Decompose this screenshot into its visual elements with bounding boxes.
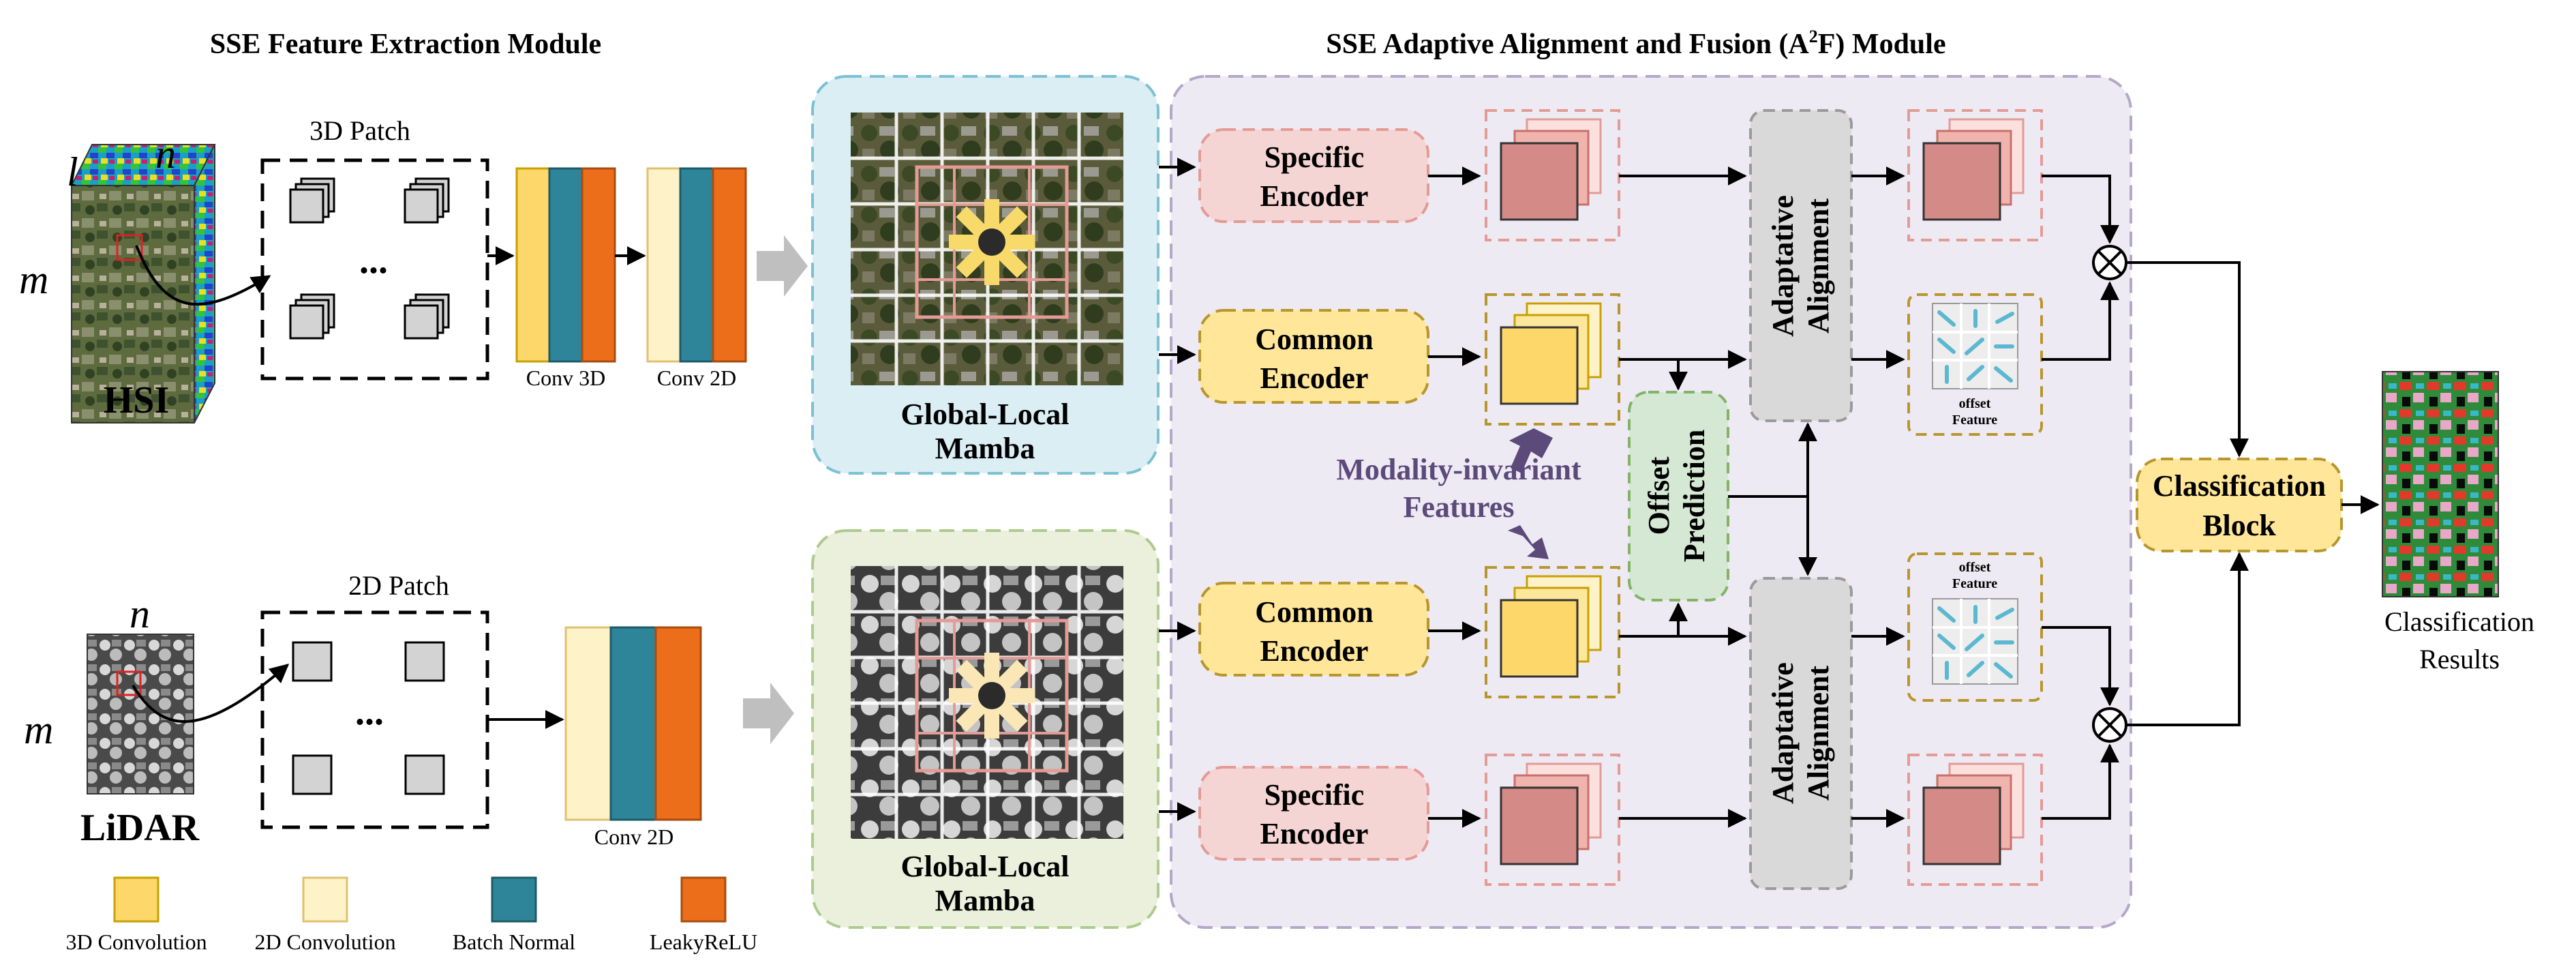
alignment-top-line1: Adaptative — [1766, 195, 1800, 337]
patch2d-squares — [292, 641, 445, 795]
offset-feature-top-line1: offset — [1959, 396, 1991, 411]
feature-extraction-title: SSE Feature Extraction Module — [210, 29, 601, 60]
alignment-bottom-line1: Adaptative — [1766, 662, 1800, 804]
common-feature-hsi — [1485, 293, 1620, 426]
modality-arrow-bottom — [1508, 525, 1549, 559]
adaptative-alignment-bottom: Adaptative Alignment — [1749, 577, 1853, 890]
legend-label-2d-conv: 2D Convolution — [254, 930, 395, 954]
common-encoder-hsi: Common Encoder — [1198, 309, 1429, 404]
classification-results-map — [2382, 371, 2499, 597]
legend-label-leaky-relu: LeakyReLU — [650, 930, 757, 954]
offset-prediction-line2: Prediction — [1678, 430, 1711, 563]
multiply-bottom-to-classification — [2126, 552, 2249, 726]
specific-encoder-hsi: Specific Encoder — [1198, 128, 1429, 223]
specific-feature-hsi — [1485, 109, 1620, 241]
mamba-lidar-line2: Mamba — [935, 884, 1035, 917]
legend-label-batch-normal: Batch Normal — [453, 930, 576, 954]
multiply-node-bottom — [2092, 707, 2127, 743]
legend-swatch-batch-normal — [491, 876, 537, 923]
gray-arrow-top — [757, 235, 808, 297]
fusion-module-title: SSE Adaptive Alignment and Fusion (A2F) … — [1326, 27, 1945, 60]
patch3d-cubes — [289, 177, 450, 340]
offset-feature-bottom-line2: Feature — [1952, 576, 1997, 591]
specific-encoder-lidar-line2: Encoder — [1260, 817, 1369, 850]
patch3d-box — [260, 158, 489, 381]
common-encoder-lidar: Common Encoder — [1198, 582, 1429, 677]
legend-swatch-2d-conv — [302, 876, 348, 923]
mamba-hsi-line1: Global-Local — [901, 398, 1070, 431]
common-encoder-hsi-line2: Encoder — [1260, 361, 1369, 395]
multiply-node-top — [2092, 245, 2127, 280]
offset-prediction-block: Offset Prediction — [1628, 391, 1729, 602]
offset-feature-top: offset Feature — [1907, 293, 2043, 436]
fusion-title-pre: SSE Adaptive Alignment and Fusion (A — [1326, 29, 1809, 60]
patch2d-label: 2D Patch — [348, 570, 449, 601]
classification-block: Classification Block — [2136, 458, 2343, 552]
patch2d-ellipsis: ... — [355, 691, 384, 733]
hsi-cube — [70, 144, 216, 424]
alignment-bottom-line2: Alignment — [1802, 666, 1835, 801]
fusion-title-sup: 2 — [1809, 27, 1818, 46]
lidar-dim-m: m — [24, 707, 53, 752]
conv2d-bottom-label: Conv 2D — [594, 825, 673, 849]
patch3d-ellipsis: ... — [359, 239, 388, 282]
offset-bottom-to-multiply — [2042, 626, 2119, 707]
offset-feature-bottom: offset Feature — [1907, 552, 2043, 702]
mamba-lidar-image — [851, 566, 1123, 839]
patch3d-label: 3D Patch — [309, 115, 410, 146]
conv3d-block — [515, 167, 616, 363]
conv2d-top-label: Conv 2D — [657, 366, 736, 390]
gray-arrow-bottom — [743, 683, 794, 744]
common-encoder-lidar-line1: Common — [1255, 595, 1374, 629]
modality-invariant-line2: Features — [1404, 490, 1515, 524]
aligned-specific-feature-lidar — [1907, 754, 2043, 886]
classification-results-line2: Results — [2419, 644, 2500, 674]
conv3d-label: Conv 3D — [526, 366, 605, 390]
classification-block-line1: Classification — [2153, 469, 2326, 503]
offset-top-to-multiply — [2042, 281, 2119, 361]
offset-prediction-line1: Offset — [1642, 456, 1676, 535]
modality-invariant-line1: Modality-invariant — [1336, 453, 1581, 486]
multiply-top-to-classification — [2126, 261, 2249, 458]
fusion-title-post: F) Module — [1818, 29, 1946, 60]
aligned-specific-feature-hsi — [1907, 109, 2043, 241]
common-feature-lidar — [1485, 566, 1620, 698]
lidar-dim-n: n — [130, 591, 150, 636]
conv2d-block-bottom — [564, 626, 702, 821]
offset-feature-top-line2: Feature — [1952, 413, 1997, 428]
common-encoder-hsi-line1: Common — [1255, 323, 1374, 356]
classification-block-line2: Block — [2202, 509, 2276, 542]
conv2d-block-top — [646, 167, 747, 363]
specific-encoder-lidar-line1: Specific — [1264, 778, 1365, 812]
specific-encoder-hsi-line2: Encoder — [1260, 179, 1369, 213]
lidar-to-patch-arrow — [132, 664, 290, 723]
hsi-dim-l: l — [67, 149, 78, 194]
modality-arrow-top — [1509, 428, 1553, 473]
lidar-patch-marker — [116, 670, 142, 696]
alignment-top-line2: Alignment — [1802, 198, 1835, 333]
adaptative-alignment-top: Adaptative Alignment — [1749, 109, 1853, 422]
feature-lidar-to-multiply — [2042, 743, 2119, 820]
legend-label-3d-conv: 3D Convolution — [65, 930, 207, 954]
mamba-hsi-line2: Mamba — [935, 432, 1035, 465]
common-encoder-lidar-line2: Encoder — [1260, 634, 1369, 668]
hsi-label: HSI — [104, 379, 170, 421]
feature-hsi-to-multiply — [2042, 175, 2119, 244]
hsi-dim-m: m — [19, 257, 48, 302]
specific-feature-lidar — [1485, 754, 1620, 886]
classification-results-line1: Classification — [2384, 606, 2534, 637]
specific-encoder-lidar: Specific Encoder — [1198, 766, 1429, 861]
hsi-to-patch-arrow — [135, 245, 271, 306]
offset-feature-bottom-line1: offset — [1959, 560, 1991, 575]
lidar-image — [87, 634, 194, 795]
mamba-lidar-line1: Global-Local — [901, 850, 1070, 883]
mamba-hsi-image — [851, 113, 1123, 385]
lidar-label: LiDAR — [80, 807, 200, 849]
legend-swatch-3d-conv — [113, 876, 160, 923]
specific-encoder-hsi-line1: Specific — [1264, 140, 1365, 174]
legend: 3D Convolution 2D Convolution Batch Norm… — [65, 876, 757, 954]
hsi-dim-n: n — [155, 132, 176, 177]
legend-swatch-leaky-relu — [680, 876, 727, 923]
